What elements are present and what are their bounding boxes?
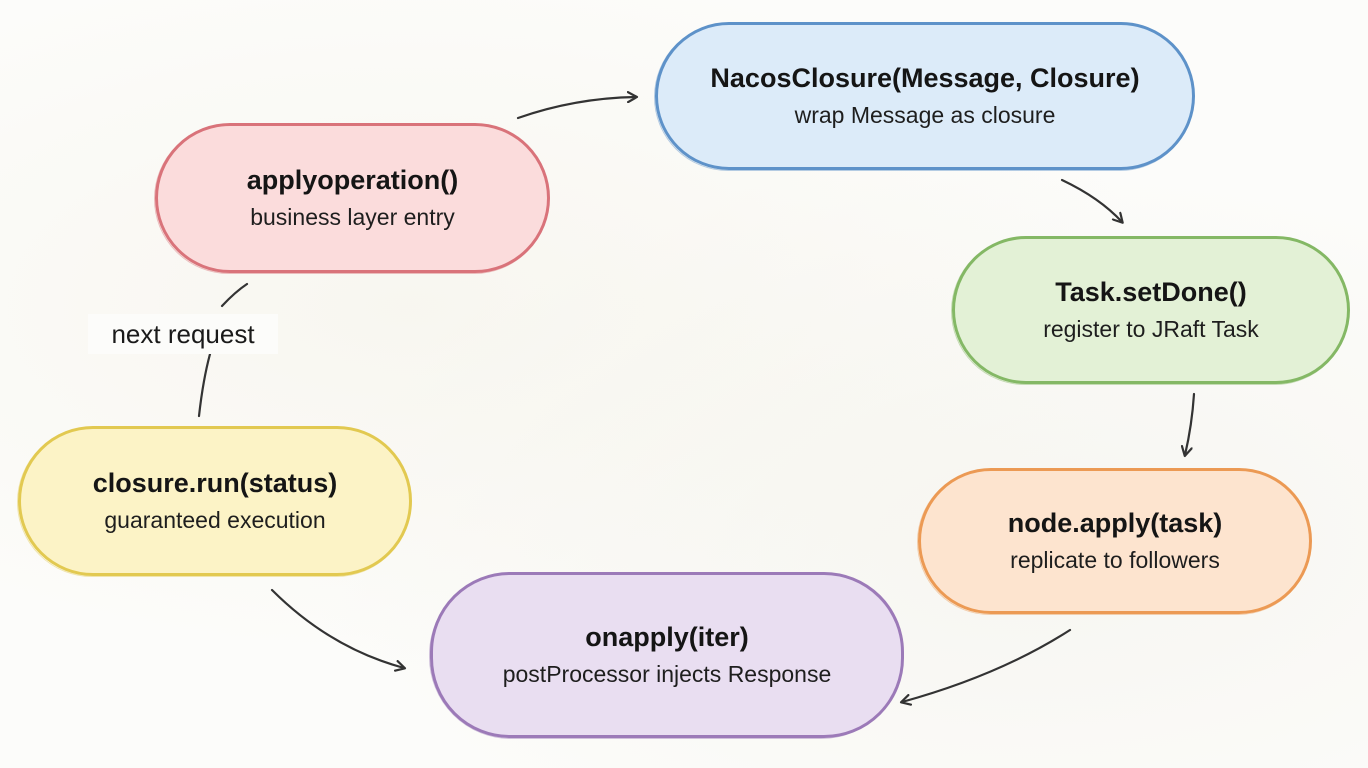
- edge-closure-to-onapply: [270, 588, 404, 668]
- node-title: node.apply(task): [1007, 508, 1223, 538]
- node-subtitle: replicate to followers: [1010, 547, 1220, 574]
- node-title: NacosClosure(Message, Closure): [710, 63, 1140, 93]
- node-subtitle: postProcessor injects Response: [502, 661, 832, 688]
- node-applyoperation: applyoperation() business layer entry: [154, 123, 550, 274]
- node-subtitle: wrap Message as closure: [794, 102, 1056, 129]
- edge-nacos-to-task: [1060, 178, 1122, 222]
- node-nacosclosure: NacosClosure(Message, Closure) wrap Mess…: [654, 22, 1195, 171]
- node-title: onapply(iter): [585, 622, 749, 652]
- edge-label-next-request: next request: [88, 314, 278, 354]
- edge-apply-to-nacos: [516, 97, 636, 120]
- edge-task-to-node-apply: [1185, 392, 1196, 455]
- node-title: applyoperation(): [246, 165, 459, 195]
- node-subtitle: business layer entry: [250, 204, 455, 231]
- node-subtitle: register to JRaft Task: [1043, 316, 1259, 343]
- node-node-apply: node.apply(task) replicate to followers: [917, 468, 1312, 615]
- node-subtitle: guaranteed execution: [104, 507, 326, 534]
- node-onapply: onapply(iter) postProcessor injects Resp…: [429, 572, 904, 739]
- node-title: closure.run(status): [92, 468, 338, 498]
- node-task-setdone: Task.setDone() register to JRaft Task: [951, 236, 1350, 385]
- node-closure-run: closure.run(status) guaranteed execution: [17, 426, 412, 577]
- edge-node-apply-to-onapply: [902, 628, 1072, 702]
- node-title: Task.setDone(): [1055, 277, 1247, 307]
